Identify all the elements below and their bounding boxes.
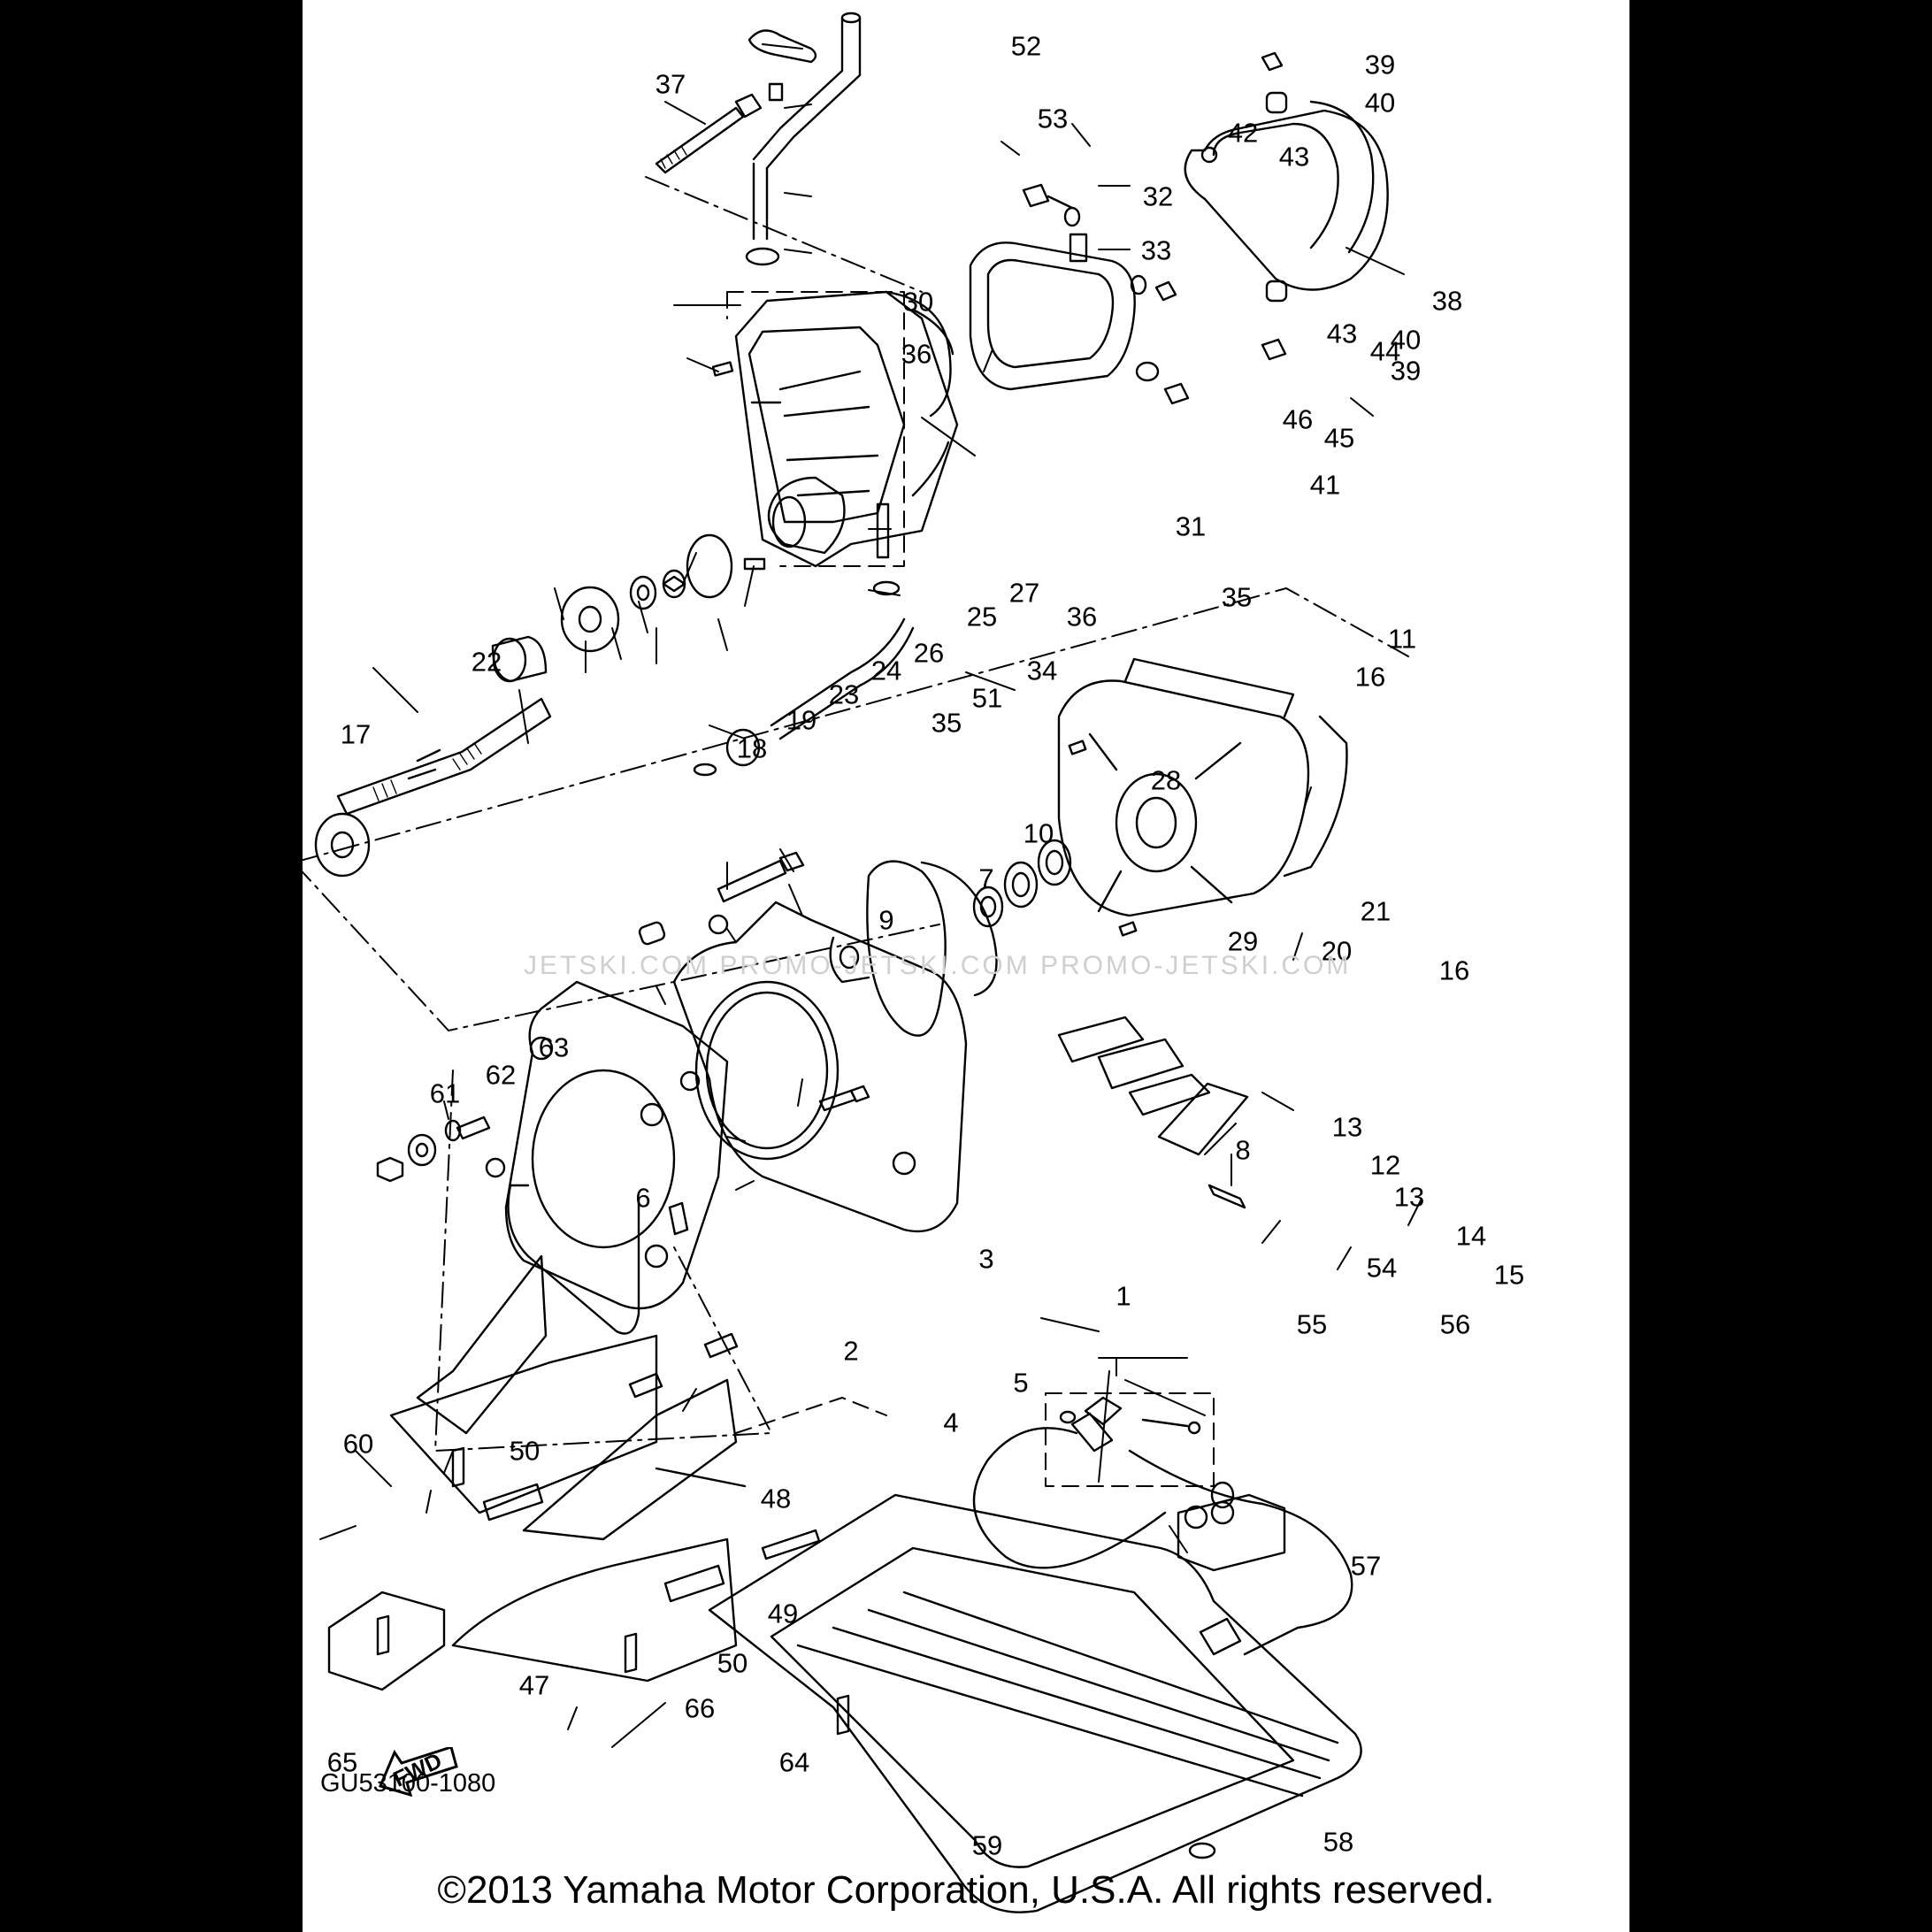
callout-19: 19: [786, 704, 817, 736]
callout-16-upper: 16: [1354, 661, 1386, 693]
callout-33: 33: [1140, 234, 1172, 266]
callout-13-upper: 13: [1331, 1111, 1363, 1143]
callout-5: 5: [1013, 1367, 1029, 1399]
exploded-view-drawing: [303, 12, 1422, 1913]
callout-42: 42: [1227, 117, 1259, 149]
callout-64: 64: [778, 1746, 810, 1778]
nozzle-41: [969, 233, 1136, 391]
callout-1: 1: [1116, 1280, 1131, 1312]
callout-21: 21: [1360, 895, 1392, 927]
callout-31: 31: [1175, 510, 1207, 542]
callout-52: 52: [1010, 30, 1042, 62]
callout-9: 9: [878, 904, 894, 936]
callout-4: 4: [943, 1407, 959, 1438]
callout-62: 62: [485, 1059, 517, 1091]
callout-11: 11: [1387, 623, 1417, 655]
forward-arrow-icon: FWD: [377, 1745, 458, 1798]
callout-54: 54: [1366, 1252, 1398, 1284]
callout-36-upper: 36: [901, 338, 932, 370]
parts-diagram-sheet: 1 2 3 4 5 6 7 8 9 10 11 12 13 13 14 15 1…: [303, 0, 1629, 1932]
callout-59: 59: [971, 1829, 1003, 1861]
callout-2: 2: [843, 1335, 859, 1367]
callout-7: 7: [978, 862, 994, 894]
callout-3: 3: [978, 1243, 994, 1275]
ride-plate-parts: [327, 1254, 747, 1691]
callout-25: 25: [966, 601, 998, 632]
jet-housing-30: [734, 290, 959, 568]
callout-40-upper: 40: [1364, 87, 1396, 119]
callout-22: 22: [471, 646, 502, 678]
steering-nozzle-38: [1184, 100, 1389, 291]
callout-6: 6: [635, 1182, 651, 1214]
callout-57: 57: [1350, 1550, 1382, 1582]
impeller-housing-11: [1057, 657, 1348, 917]
callout-44: 44: [1369, 335, 1401, 367]
callout-15: 15: [1493, 1259, 1525, 1291]
impeller-28: [829, 860, 998, 1037]
drawing-code: GU53100-1080: [320, 1769, 496, 1798]
assembly-outline-lines: [303, 176, 1409, 1452]
callout-18: 18: [736, 732, 768, 764]
intake-grate-59: [708, 1493, 1362, 1913]
callout-47: 47: [518, 1669, 550, 1701]
watermark-text: JETSKI.COM PROMO-JETSKI.COM PROMO-JETSKI…: [524, 951, 1352, 980]
hose-32: [752, 12, 862, 241]
callout-39-lower: 39: [1390, 355, 1422, 387]
callout-29: 29: [1227, 925, 1259, 957]
callout-13-lower: 13: [1393, 1181, 1425, 1213]
intake-plate-1: [485, 980, 729, 1335]
callout-45: 45: [1323, 422, 1355, 454]
callout-61: 61: [429, 1077, 461, 1109]
callout-16-lower: 16: [1438, 954, 1470, 986]
callout-50-lower: 50: [717, 1647, 748, 1679]
callout-56: 56: [1439, 1308, 1471, 1340]
callout-28: 28: [1150, 764, 1182, 796]
callout-37: 37: [655, 68, 686, 100]
intake-duct-7: [672, 901, 968, 1233]
callout-53: 53: [1037, 103, 1069, 134]
callout-20: 20: [1321, 935, 1353, 967]
callout-35-upper: 35: [1221, 581, 1253, 613]
callout-12: 12: [1369, 1149, 1401, 1181]
callout-66: 66: [684, 1692, 716, 1724]
callout-34: 34: [1026, 655, 1058, 686]
callout-63: 63: [538, 1031, 570, 1063]
callout-26: 26: [913, 637, 945, 669]
leader-lines: [319, 43, 1422, 1748]
callout-35-lower: 35: [931, 707, 962, 739]
callout-65: 65: [326, 1746, 358, 1778]
callout-17: 17: [340, 718, 372, 750]
callout-60: 60: [342, 1428, 374, 1460]
callout-40-lower: 40: [1390, 324, 1422, 356]
callout-24: 24: [870, 655, 902, 686]
callout-30: 30: [902, 286, 934, 318]
callout-27: 27: [1008, 577, 1040, 609]
callout-36-lower: 36: [1066, 601, 1098, 632]
callout-46: 46: [1282, 403, 1314, 435]
drive-shaft-22: [336, 697, 552, 816]
callout-41: 41: [1309, 469, 1341, 501]
speed-sensor-54: [972, 1412, 1353, 1656]
callout-48: 48: [760, 1483, 792, 1514]
callout-51: 51: [971, 682, 1003, 714]
callout-43-lower: 43: [1326, 318, 1358, 349]
callout-58: 58: [1322, 1826, 1354, 1858]
callout-8: 8: [1235, 1134, 1251, 1166]
callout-38: 38: [1431, 285, 1463, 317]
callout-32: 32: [1142, 180, 1174, 212]
callout-49: 49: [767, 1598, 799, 1629]
callout-23: 23: [828, 678, 860, 710]
callout-10: 10: [1023, 817, 1054, 849]
callout-50-upper: 50: [509, 1435, 540, 1467]
callout-39-upper: 39: [1364, 49, 1396, 80]
copyright-notice: ©2013 Yamaha Motor Corporation, U.S.A. A…: [437, 1868, 1495, 1912]
callout-43-upper: 43: [1278, 141, 1310, 172]
callout-14: 14: [1455, 1220, 1487, 1252]
callout-55: 55: [1296, 1308, 1328, 1340]
